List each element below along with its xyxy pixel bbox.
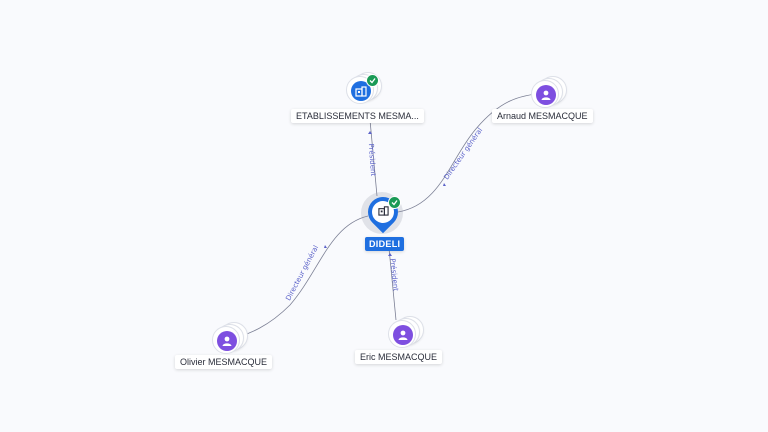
edge-dideli-eric — [387, 237, 397, 321]
verified-check-icon — [388, 196, 401, 209]
arrow-icon — [324, 245, 327, 248]
svg-text:Directeur général: Directeur général — [284, 244, 320, 302]
node-label-olivier[interactable]: Olivier MESMACQUE — [175, 355, 273, 369]
arrow-icon — [368, 131, 372, 134]
edge-label-dideli-arnaud: Directeur général — [442, 126, 484, 181]
edge-label-dideli-olivier: Directeur général — [284, 244, 320, 302]
person-icon — [393, 325, 413, 345]
person-icon — [217, 331, 237, 351]
node-label-arnaud[interactable]: Arnaud MESMACQUE — [492, 109, 593, 123]
edge-label-dideli-eric: Président — [388, 258, 399, 292]
person-icon — [536, 85, 556, 105]
svg-text:Directeur général: Directeur général — [442, 126, 484, 181]
verified-check-icon — [366, 74, 379, 87]
node-label-etablissements[interactable]: ETABLISSEMENTS MESMA... — [291, 109, 424, 123]
node-label-eric[interactable]: Eric MESMACQUE — [355, 350, 443, 364]
edge-dideli-olivier — [225, 215, 369, 341]
arrow-icon — [443, 183, 446, 186]
svg-text:Président: Président — [388, 258, 399, 292]
edge-label-dideli-etablissements: Président — [367, 143, 377, 176]
building-icon — [351, 81, 371, 101]
arrow-icon — [388, 253, 392, 256]
building-icon — [377, 203, 389, 221]
svg-text:Président: Président — [367, 143, 377, 176]
node-label-dideli[interactable]: DIDELI — [365, 237, 405, 251]
edge-dideli-arnaud — [397, 92, 546, 213]
edge-dideli-etablissements — [369, 119, 378, 197]
